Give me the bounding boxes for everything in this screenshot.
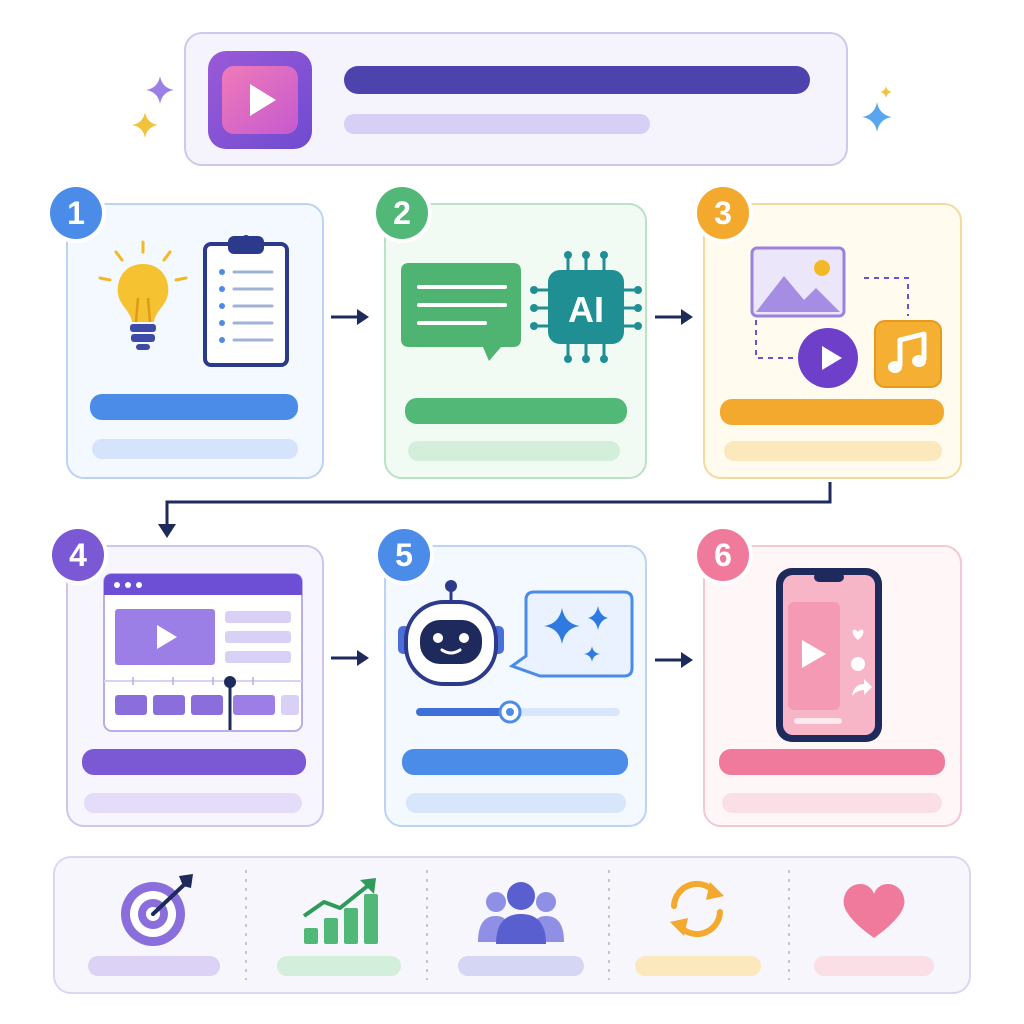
step-badge-4: 4 (52, 529, 104, 581)
step-1-desc-bar (92, 439, 298, 459)
image-icon (750, 246, 846, 318)
smartphone-icon (776, 568, 882, 742)
chat-bubble-icon (401, 263, 521, 361)
step-1-title-bar (90, 394, 298, 420)
video-editor-icon (103, 573, 303, 732)
music-note-icon (874, 320, 942, 388)
step-3-title-bar (720, 399, 944, 425)
step-badge-2: 2 (376, 187, 428, 239)
lightbulb-icon (98, 240, 188, 350)
sparkle-icon (880, 86, 892, 98)
step-6-desc-bar (722, 793, 942, 813)
metric-3-bar (458, 956, 584, 976)
connector-arrow-icon (158, 482, 832, 538)
metrics-dividers (245, 870, 790, 980)
ai-chip-label: AI (568, 289, 604, 330)
target-icon (121, 874, 193, 946)
dashed-connector-icon (755, 277, 909, 359)
sparkle-icon (862, 102, 892, 132)
clipboard-checklist-icon (203, 235, 289, 367)
slider-icon (416, 700, 620, 724)
header-subtitle-bar (344, 114, 650, 134)
ai-chip-icon (530, 251, 642, 363)
heart-icon (843, 884, 905, 938)
step-5-desc-bar (406, 793, 626, 813)
step-badge-5: 5 (378, 529, 430, 581)
step-badge-3: 3 (697, 187, 749, 239)
metric-1-bar (88, 956, 220, 976)
sparkle-icon (132, 112, 158, 138)
play-icon (798, 328, 858, 388)
header-title-bar (344, 66, 810, 94)
arrow-right-icon (331, 309, 369, 325)
step-6-title-bar (719, 749, 945, 775)
timeline-playhead-icon (224, 676, 236, 730)
step-2-title-bar (405, 398, 627, 424)
refresh-cycle-icon (670, 880, 724, 938)
arrow-right-icon (331, 650, 369, 666)
metric-5-bar (814, 956, 934, 976)
sparkle-icon (146, 76, 174, 104)
arrow-right-icon (655, 652, 693, 668)
play-icon (222, 66, 298, 134)
metric-4-bar (635, 956, 761, 976)
step-4-title-bar (82, 749, 306, 775)
step-badge-6: 6 (697, 529, 749, 581)
robot-icon (398, 580, 504, 686)
metric-2-bar (277, 956, 401, 976)
step-2-desc-bar (408, 441, 620, 461)
sparkles-icon (508, 590, 634, 678)
growth-chart-icon (302, 878, 378, 944)
step-5-title-bar (402, 749, 628, 775)
step-3-desc-bar (724, 441, 942, 461)
audience-icon (478, 882, 564, 944)
arrow-right-icon (655, 309, 693, 325)
step-4-desc-bar (84, 793, 302, 813)
step-badge-1: 1 (50, 187, 102, 239)
